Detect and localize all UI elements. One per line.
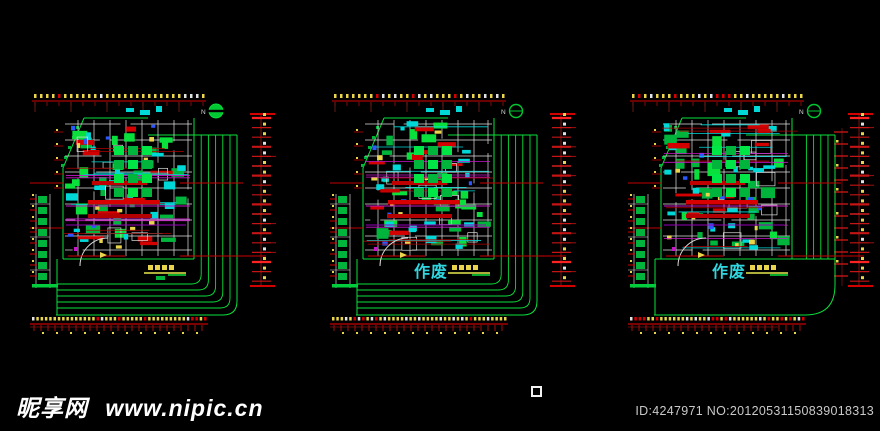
- building-interior: [30, 106, 266, 257]
- driveway-arc: [368, 237, 426, 267]
- site-outline: [654, 117, 836, 316]
- plan-title-marks: [144, 265, 186, 280]
- left-facade-strip: [330, 129, 363, 288]
- voided-stamp-text: 作废: [414, 262, 448, 281]
- floor-plan-2: N 作废: [330, 94, 576, 334]
- compass-label: N: [501, 109, 506, 116]
- right-dimension-strip: [834, 113, 874, 287]
- top-dimension-strip: [630, 94, 804, 112]
- driveway-arc: [68, 237, 126, 267]
- floor-plan-3: N 作废: [628, 94, 874, 334]
- voided-stamp-text: 作废: [712, 262, 746, 281]
- watermark-site-name: 昵享网: [16, 395, 88, 421]
- building-interior: [628, 106, 864, 257]
- compass-icon: N: [201, 103, 224, 119]
- right-dimension-strip: [250, 113, 276, 287]
- plan-title-marks: 作废: [712, 262, 788, 281]
- floor-plan-1: N: [30, 94, 276, 334]
- right-dimension-strip: [550, 113, 576, 287]
- top-dimension-strip: [332, 94, 506, 112]
- compass-icon: N: [501, 103, 524, 119]
- watermark: 昵享网 www.nipic.cn: [16, 389, 264, 423]
- compass-label: N: [799, 109, 804, 116]
- left-facade-strip: [628, 129, 661, 288]
- bottom-dimension-strip: [30, 317, 208, 334]
- stray-square-marker: [531, 386, 542, 397]
- driveway-arc: [666, 237, 724, 267]
- building-interior: [330, 106, 566, 257]
- bottom-dimension-strip: [628, 317, 806, 334]
- site-outline: [356, 117, 538, 316]
- top-dimension-strip: [32, 94, 206, 112]
- left-facade-strip: [30, 129, 63, 288]
- bottom-dimension-strip: [330, 317, 508, 334]
- plan-title-marks: 作废: [414, 262, 490, 281]
- watermark-site-url: www.nipic.cn: [105, 395, 264, 421]
- image-id-text: ID:4247971 NO:20120531150839018313: [635, 404, 874, 418]
- compass-icon: N: [799, 103, 822, 119]
- compass-label: N: [201, 109, 206, 116]
- site-outline: [56, 117, 238, 316]
